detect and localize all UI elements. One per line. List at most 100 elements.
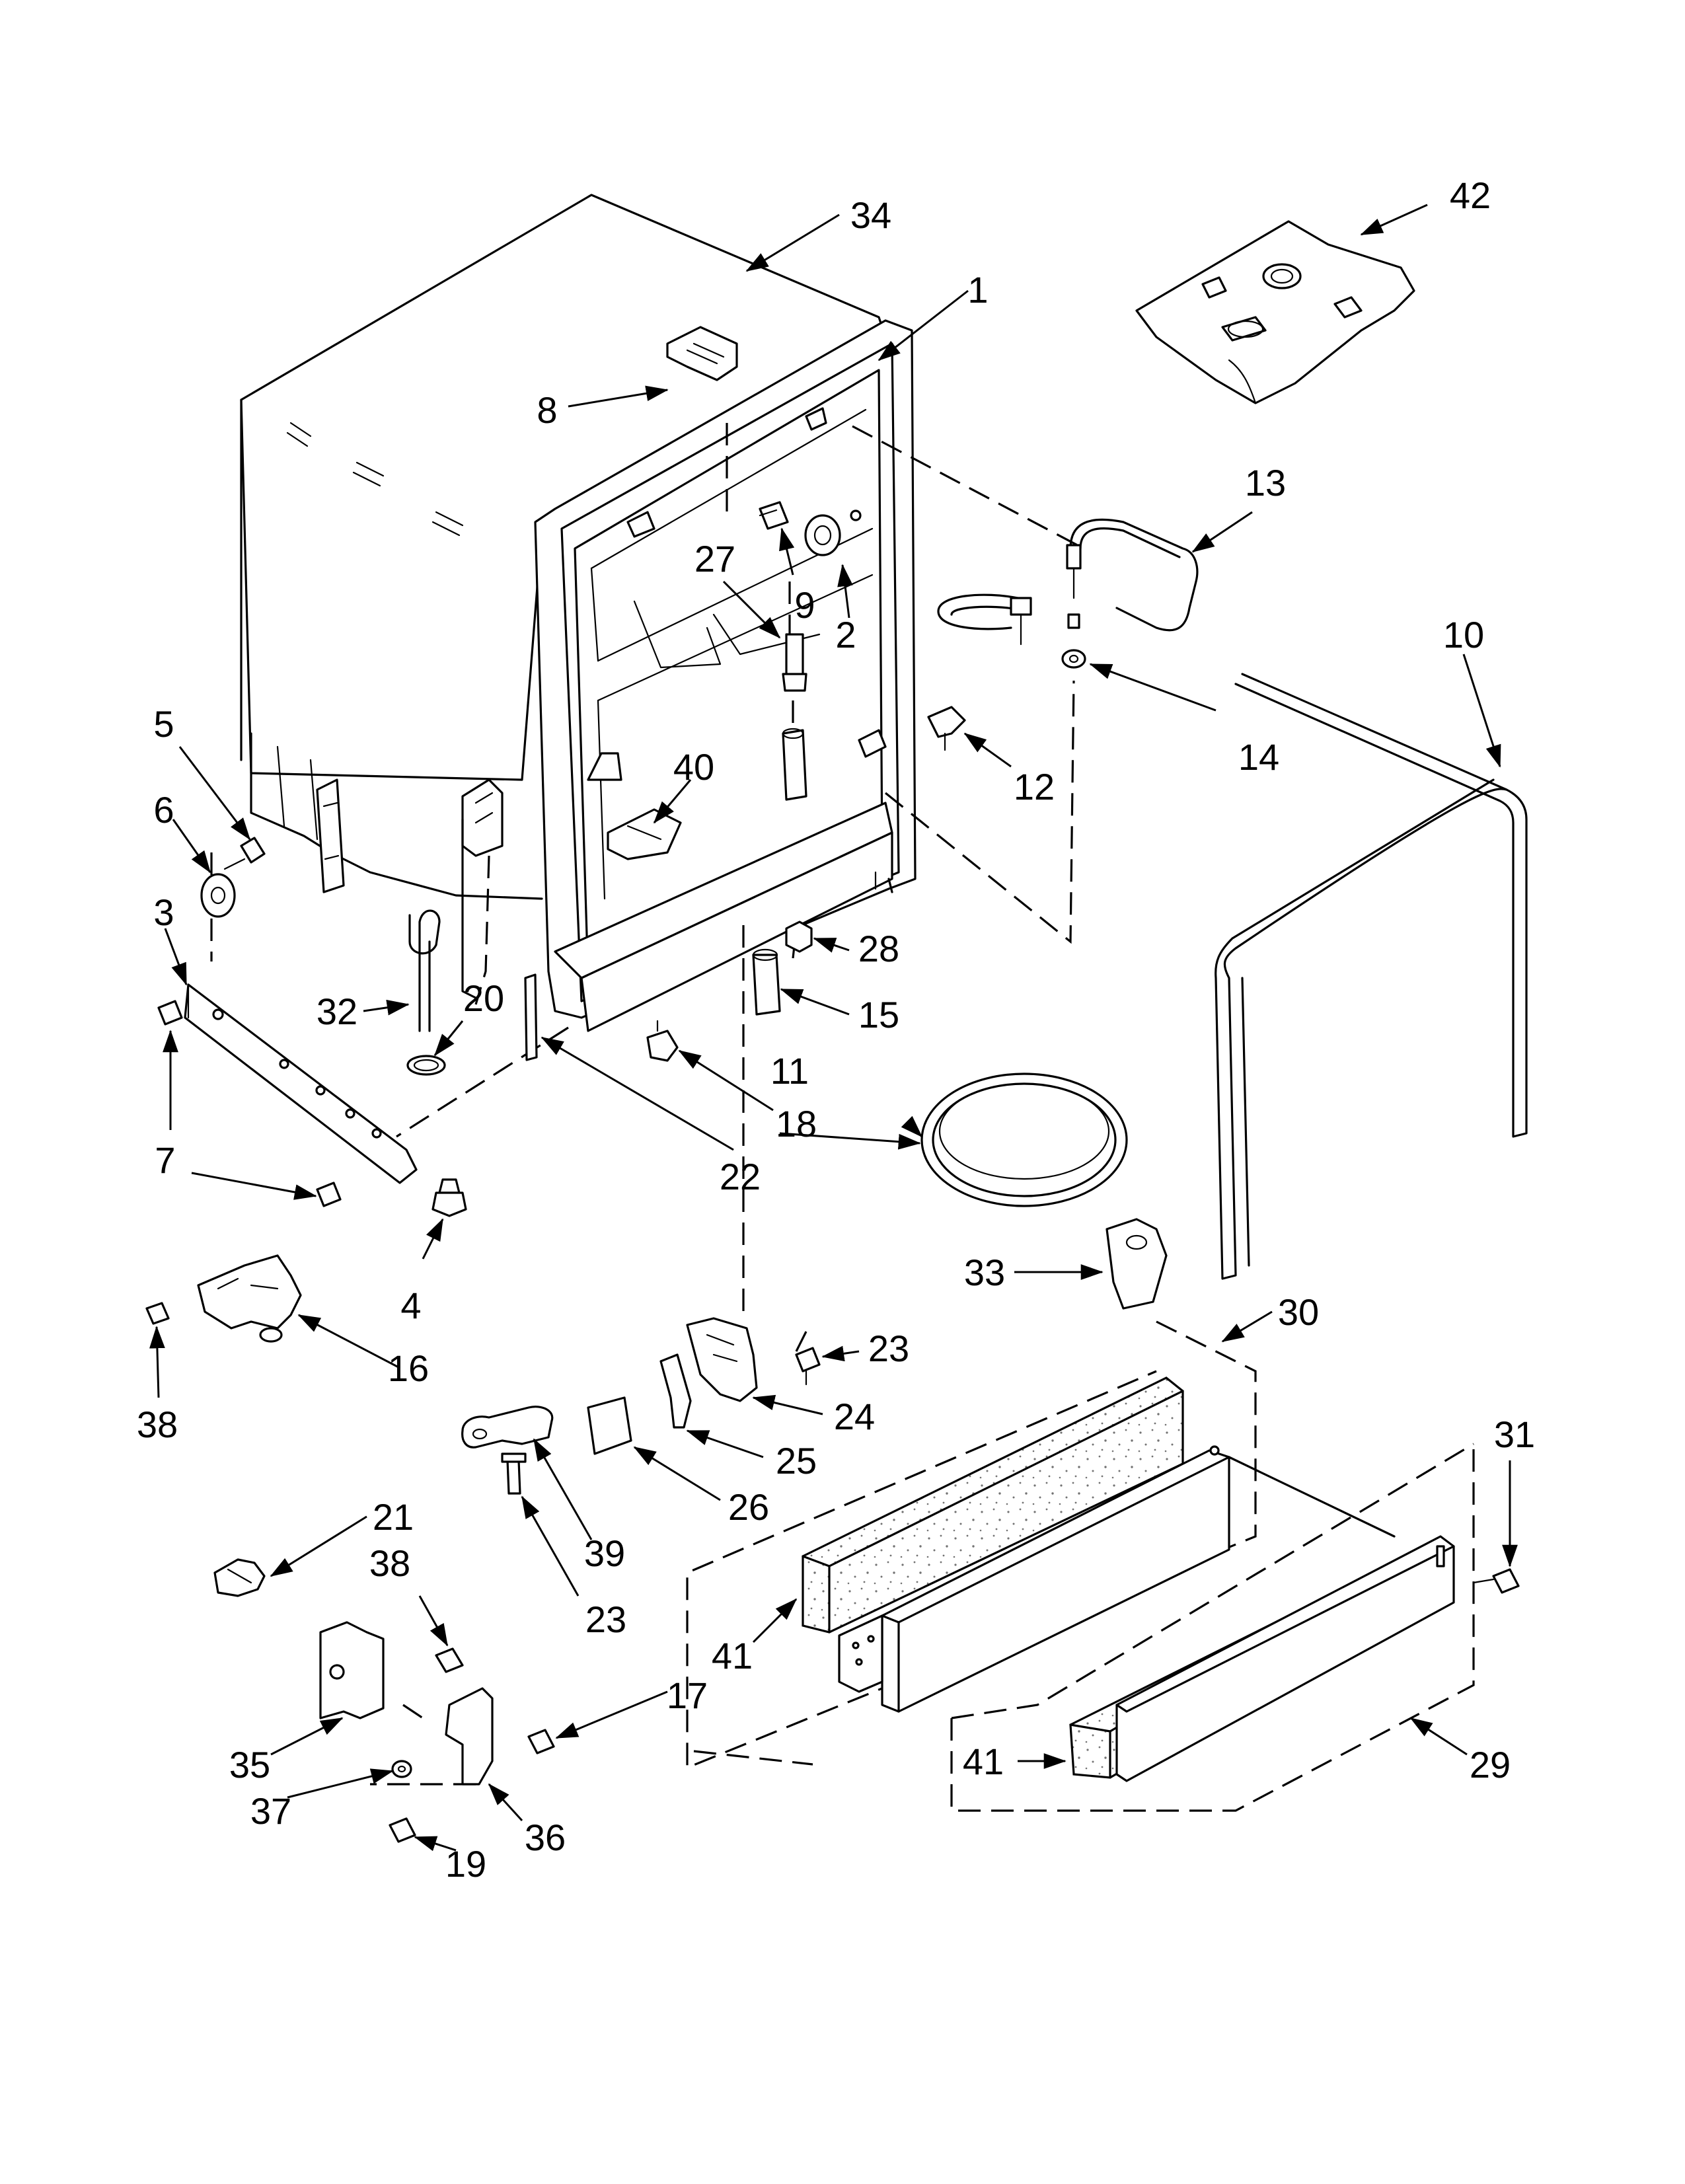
part-30-toe-kick-panel bbox=[838, 1449, 1230, 1713]
callout-18: 18 bbox=[776, 1103, 817, 1145]
callout-33: 33 bbox=[964, 1252, 1005, 1293]
callout-38: 38 bbox=[137, 1404, 178, 1445]
part-20-clamp bbox=[406, 1055, 446, 1076]
part-38-screw-lower bbox=[435, 1647, 464, 1673]
callout-25: 25 bbox=[776, 1440, 817, 1482]
leader-34 bbox=[745, 213, 840, 272]
leader-28 bbox=[813, 937, 850, 953]
callout-40: 40 bbox=[673, 746, 714, 788]
leader-26 bbox=[633, 1446, 721, 1501]
leader-21 bbox=[270, 1515, 367, 1577]
leader-23-upper bbox=[821, 1345, 860, 1362]
callout-30: 30 bbox=[1278, 1291, 1319, 1333]
part-8-clip bbox=[666, 326, 738, 381]
tub-column bbox=[782, 728, 807, 801]
leader-9 bbox=[779, 527, 795, 576]
callout-12: 12 bbox=[1014, 766, 1055, 808]
leader-37 bbox=[287, 1768, 394, 1799]
callout-35: 35 bbox=[229, 1744, 270, 1786]
callout-24: 24 bbox=[834, 1396, 875, 1437]
callout-39: 39 bbox=[584, 1532, 625, 1574]
leader-39 bbox=[533, 1438, 593, 1540]
callout-13: 13 bbox=[1245, 462, 1286, 504]
part-38-screw bbox=[145, 1302, 170, 1325]
leader-17 bbox=[555, 1690, 668, 1739]
part-30-rail-edge bbox=[1209, 1445, 1396, 1538]
leader-15 bbox=[780, 988, 850, 1016]
part-29-toe-kick-lower bbox=[1115, 1535, 1455, 1782]
leader-2 bbox=[837, 564, 853, 619]
part-13-hose bbox=[937, 518, 1199, 646]
part-37-washer bbox=[391, 1760, 412, 1778]
callout-29: 29 bbox=[1470, 1744, 1511, 1786]
part-36-bracket bbox=[445, 1687, 494, 1786]
callout-5: 5 bbox=[153, 703, 174, 745]
leader-6 bbox=[172, 819, 211, 874]
callout-19: 19 bbox=[445, 1843, 486, 1885]
leader-35 bbox=[270, 1717, 344, 1756]
callout-15: 15 bbox=[858, 994, 899, 1036]
callout-42: 42 bbox=[1450, 174, 1491, 216]
leader-arrows bbox=[149, 204, 1518, 1852]
leader-38-lower bbox=[418, 1595, 449, 1647]
leader-14 bbox=[1089, 663, 1217, 712]
callout-4: 4 bbox=[400, 1285, 421, 1326]
callout-2: 2 bbox=[835, 614, 856, 656]
leader-23-lower bbox=[521, 1495, 580, 1597]
leader-27 bbox=[722, 580, 781, 639]
part-10-strip bbox=[1215, 673, 1528, 1280]
part-26-plate bbox=[587, 1396, 632, 1455]
callout-14: 14 bbox=[1238, 736, 1279, 778]
leader-11-stub bbox=[901, 1115, 923, 1138]
leader-24 bbox=[752, 1394, 823, 1415]
part-29-assembly bbox=[950, 1443, 1475, 1812]
leader-19 bbox=[414, 1836, 457, 1852]
callout-3: 3 bbox=[153, 891, 174, 933]
dashed-guidelines bbox=[210, 423, 1084, 1786]
part-17-screw bbox=[527, 1729, 555, 1754]
leader-38-left bbox=[149, 1326, 165, 1398]
part-11-gasket bbox=[920, 1073, 1128, 1207]
callout-9: 9 bbox=[794, 584, 815, 626]
leader-12 bbox=[963, 732, 1012, 768]
leader-40 bbox=[653, 779, 692, 824]
part-31-screw bbox=[1472, 1568, 1520, 1594]
callout-21: 21 bbox=[373, 1496, 414, 1538]
leader-7b bbox=[191, 1172, 317, 1200]
leader-16 bbox=[297, 1314, 400, 1369]
leader-22 bbox=[541, 1036, 734, 1151]
callout-32: 32 bbox=[317, 991, 357, 1032]
callout-37: 37 bbox=[250, 1790, 291, 1832]
callout-16: 16 bbox=[388, 1347, 429, 1389]
leader-3 bbox=[164, 928, 188, 986]
callout-23-lower: 23 bbox=[585, 1599, 626, 1640]
leader-18 bbox=[678, 1049, 774, 1111]
callout-20: 20 bbox=[463, 977, 504, 1019]
leader-4 bbox=[422, 1218, 444, 1260]
part-9-screw bbox=[759, 501, 789, 530]
callout-22: 22 bbox=[720, 1156, 761, 1197]
leader-13 bbox=[1191, 511, 1253, 553]
part-12-clip bbox=[927, 706, 966, 751]
callout-1: 1 bbox=[967, 269, 988, 311]
part-3-bracket bbox=[184, 983, 418, 1184]
leader-10 bbox=[1462, 654, 1501, 768]
part-19-screw bbox=[389, 1817, 416, 1843]
callout-41: 41 bbox=[712, 1635, 753, 1676]
callout-36: 36 bbox=[525, 1817, 566, 1858]
leader-32 bbox=[363, 999, 410, 1016]
callout-31: 31 bbox=[1494, 1413, 1535, 1455]
callout-numbers: 1 2 3 4 5 6 7 8 9 10 11 12 13 14 15 16 1… bbox=[137, 174, 1535, 1885]
callout-28: 28 bbox=[858, 928, 899, 969]
leader-25 bbox=[686, 1429, 764, 1458]
leader-20 bbox=[433, 1020, 464, 1057]
leader-5 bbox=[178, 746, 251, 841]
callout-17: 17 bbox=[667, 1675, 708, 1716]
callout-8: 8 bbox=[537, 389, 557, 431]
part-32-drain-hose bbox=[408, 818, 477, 1032]
part-14-washer bbox=[1061, 613, 1086, 669]
part-42-hardware-bag bbox=[1135, 220, 1415, 404]
callout-34: 34 bbox=[850, 194, 891, 236]
part-23-screw-upper bbox=[795, 1347, 821, 1386]
